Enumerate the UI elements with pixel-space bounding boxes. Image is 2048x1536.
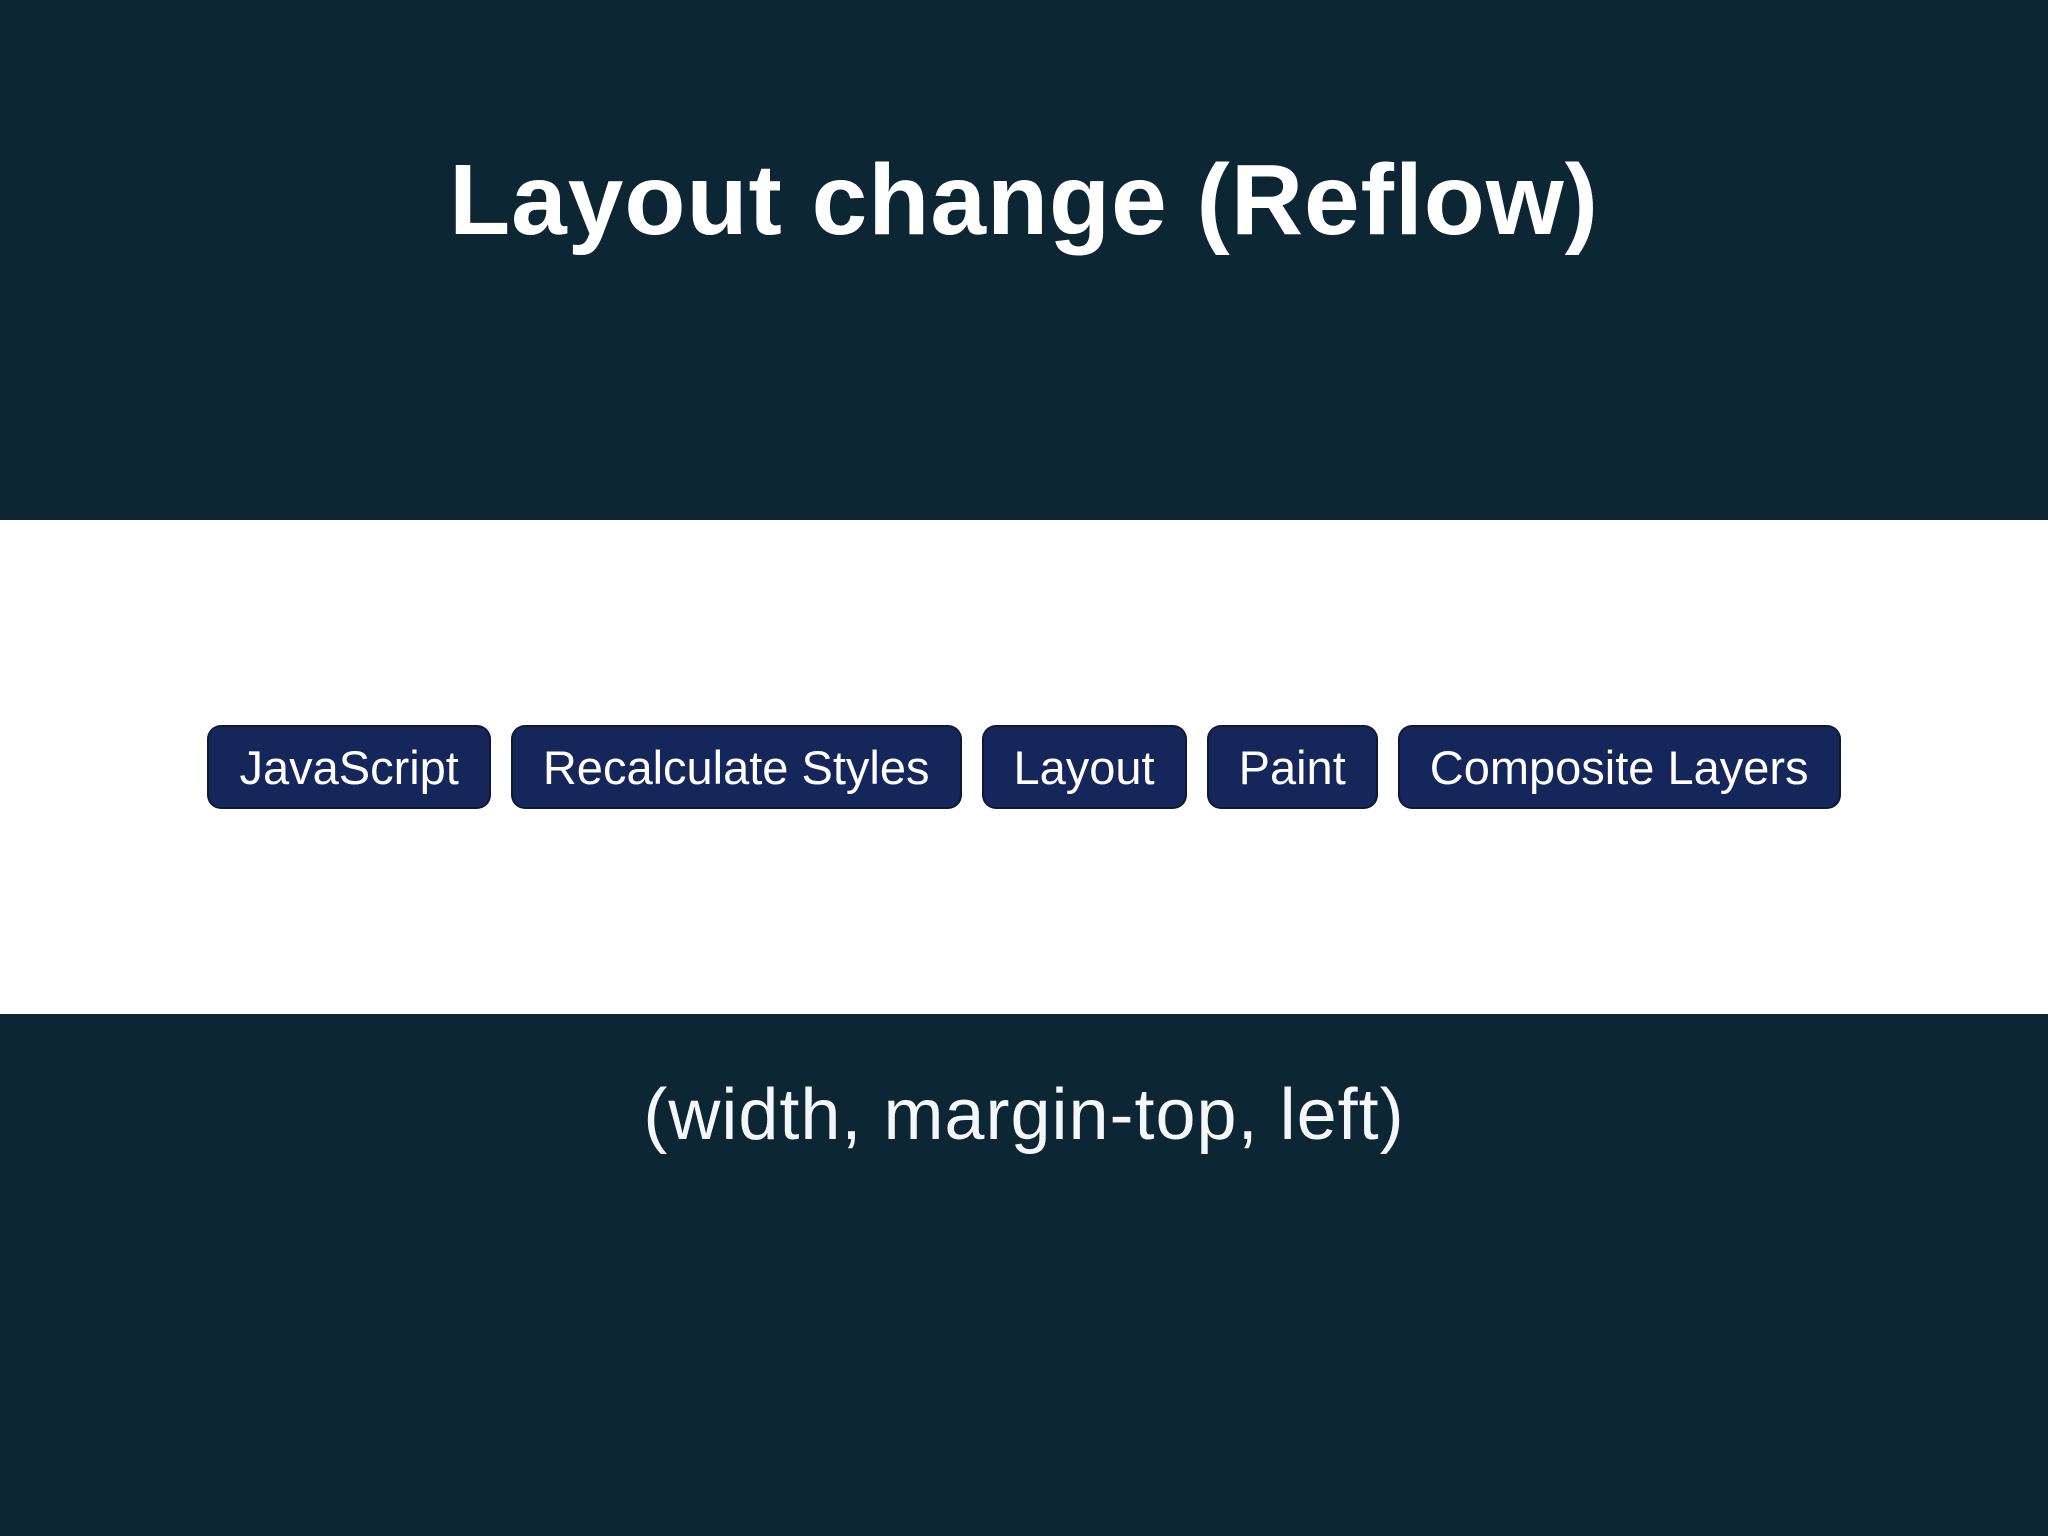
pipeline-stage-composite-layers: Composite Layers — [1397, 725, 1841, 809]
caption-css-properties: (width, margin-top, left) — [643, 1075, 1405, 1155]
pipeline-stage-recalculate-styles: Recalculate Styles — [510, 725, 962, 809]
slide-title: Layout change (Reflow) — [449, 144, 1599, 256]
pipeline-stage-layout: Layout — [981, 725, 1187, 809]
pipeline-stage-paint: Paint — [1206, 725, 1378, 809]
pipeline-stage-javascript: JavaScript — [207, 725, 491, 809]
